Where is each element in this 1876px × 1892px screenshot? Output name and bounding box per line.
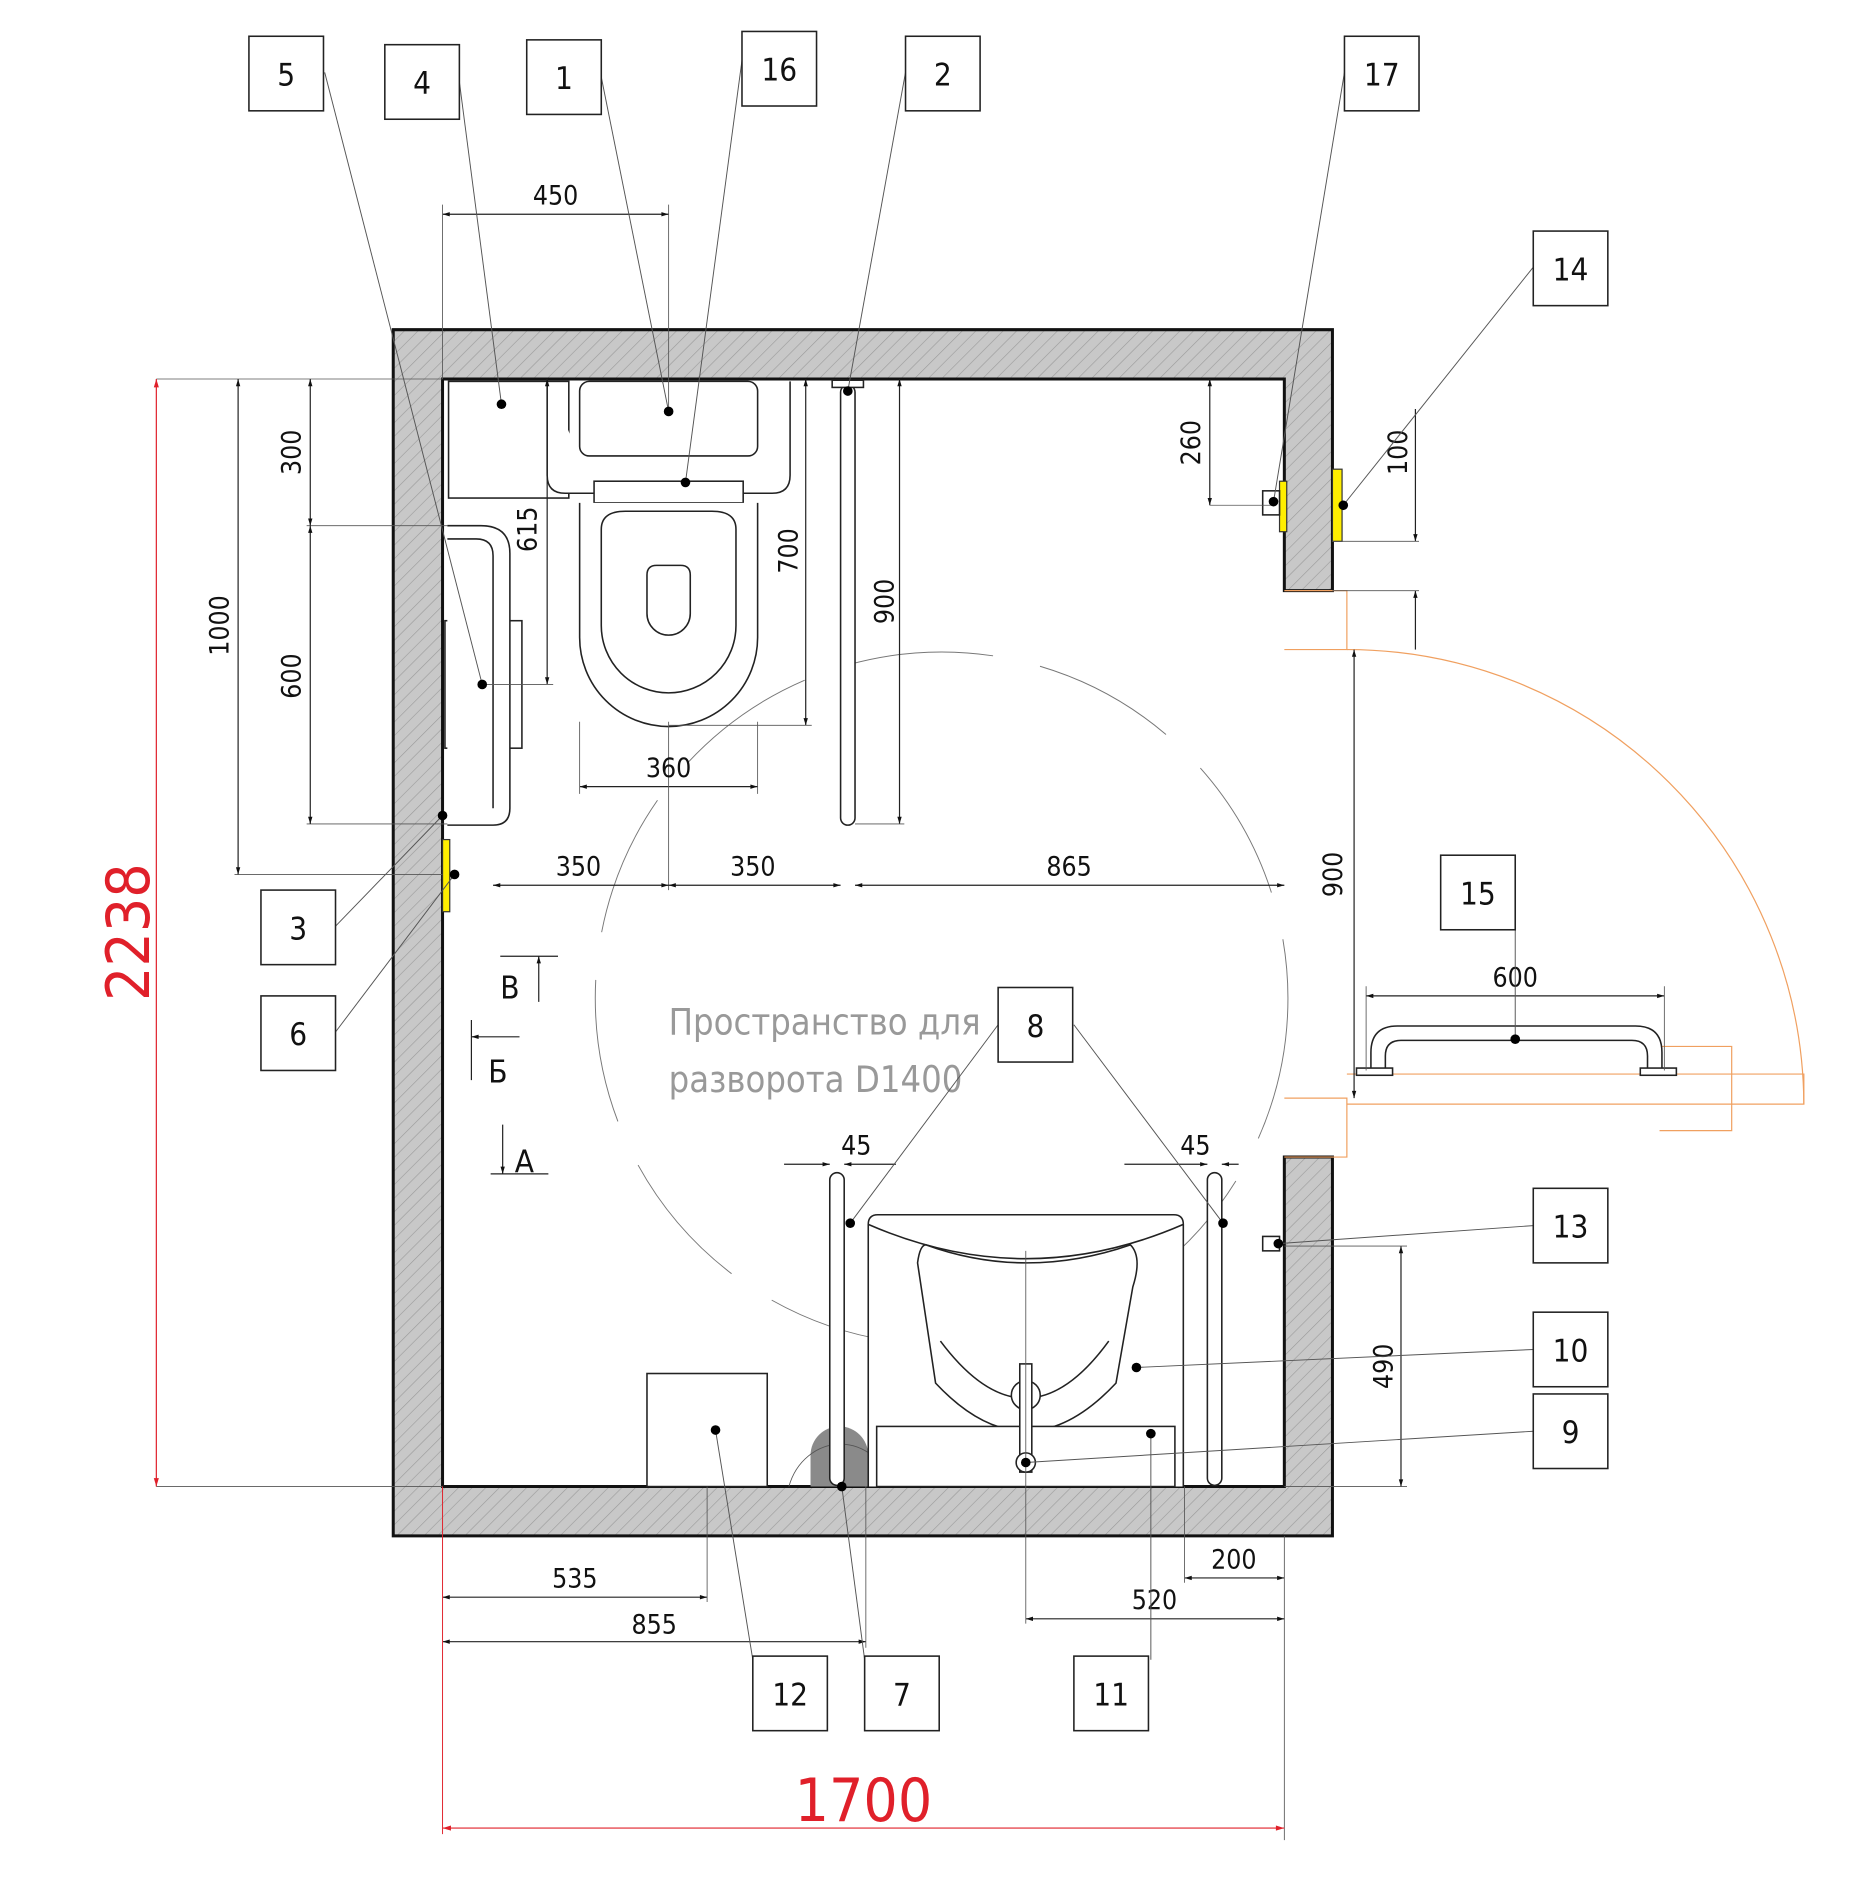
overall-width: 1700 (795, 1766, 933, 1836)
svg-text:10: 10 (1553, 1333, 1589, 1369)
dim-360: 360 (646, 753, 691, 784)
section-a: А (515, 1145, 535, 1181)
dim-865: 865 (1046, 852, 1091, 883)
dim-535: 535 (552, 1564, 597, 1595)
turning-space-label: Пространство для разворота D1400 (669, 1001, 981, 1101)
section-markers: В Б А (471, 956, 558, 1180)
leader-dots (437, 386, 1521, 1492)
section-b: В (500, 970, 519, 1006)
dim-520: 520 (1132, 1585, 1177, 1616)
callout-6: 6 (260, 995, 337, 1072)
dim-200: 200 (1211, 1544, 1256, 1575)
dim-450: 450 (533, 181, 578, 212)
svg-text:1: 1 (555, 61, 573, 97)
svg-text:5: 5 (277, 58, 295, 94)
section-be: Б (488, 1054, 507, 1090)
callout-8: 8 (997, 986, 1074, 1063)
dim-45-a: 45 (841, 1131, 871, 1162)
dim-45-b: 45 (1180, 1131, 1210, 1162)
svg-text:8: 8 (1026, 1009, 1044, 1045)
turning-space-line1: Пространство для (669, 1001, 981, 1043)
callout-12: 12 (752, 1655, 829, 1732)
dim-700: 700 (773, 528, 804, 573)
svg-text:6: 6 (289, 1017, 307, 1053)
svg-text:12: 12 (772, 1677, 808, 1713)
callouts: 1 2 3 4 5 6 7 8 9 10 11 12 13 14 15 16 1… (248, 30, 1609, 1732)
dim-300: 300 (277, 430, 308, 475)
callout-1: 1 (525, 39, 603, 116)
dim-350-b: 350 (730, 852, 775, 883)
dim-260: 260 (1176, 420, 1207, 465)
callout-4: 4 (384, 43, 461, 121)
turning-space-line2: разворота D1400 (669, 1059, 963, 1101)
dim-900-rail: 900 (870, 579, 901, 624)
dimension-lines (153, 204, 1665, 1841)
callout-5: 5 (248, 35, 325, 112)
dim-600-v: 600 (277, 653, 308, 698)
svg-text:14: 14 (1553, 252, 1589, 288)
callout-9: 9 (1532, 1393, 1609, 1470)
dim-855: 855 (631, 1609, 676, 1640)
callout-7: 7 (863, 1655, 940, 1732)
callout-2: 2 (904, 35, 981, 112)
door-swing (1284, 590, 1805, 1158)
svg-text:4: 4 (413, 66, 431, 102)
turning-circle (594, 651, 1289, 1346)
callout-14: 14 (1532, 230, 1609, 307)
dim-490: 490 (1369, 1344, 1400, 1389)
leader-lines (324, 60, 1534, 1660)
svg-text:11: 11 (1093, 1677, 1129, 1713)
svg-text:7: 7 (893, 1677, 911, 1713)
svg-text:2: 2 (934, 58, 952, 94)
callout-11: 11 (1073, 1655, 1150, 1732)
svg-text:9: 9 (1562, 1415, 1580, 1451)
fixtures (441, 379, 1678, 1488)
callout-3: 3 (260, 889, 337, 966)
svg-text:13: 13 (1553, 1210, 1589, 1246)
dim-1000: 1000 (204, 595, 235, 656)
dimension-labels: 450 300 1000 600 615 700 900 360 350 350… (94, 181, 1538, 1836)
dim-100: 100 (1383, 430, 1414, 475)
callout-10: 10 (1532, 1311, 1609, 1388)
dim-900-door: 900 (1318, 852, 1349, 897)
svg-text:17: 17 (1364, 58, 1400, 94)
svg-text:15: 15 (1460, 877, 1496, 913)
callout-17: 17 (1343, 35, 1420, 112)
callout-15: 15 (1439, 854, 1517, 931)
svg-text:16: 16 (761, 53, 797, 89)
dim-615: 615 (512, 507, 543, 552)
callout-16: 16 (741, 30, 818, 107)
svg-text:3: 3 (289, 911, 307, 947)
callout-13: 13 (1532, 1187, 1609, 1264)
dim-350-a: 350 (556, 852, 601, 883)
overall-height: 2238 (94, 863, 164, 1001)
